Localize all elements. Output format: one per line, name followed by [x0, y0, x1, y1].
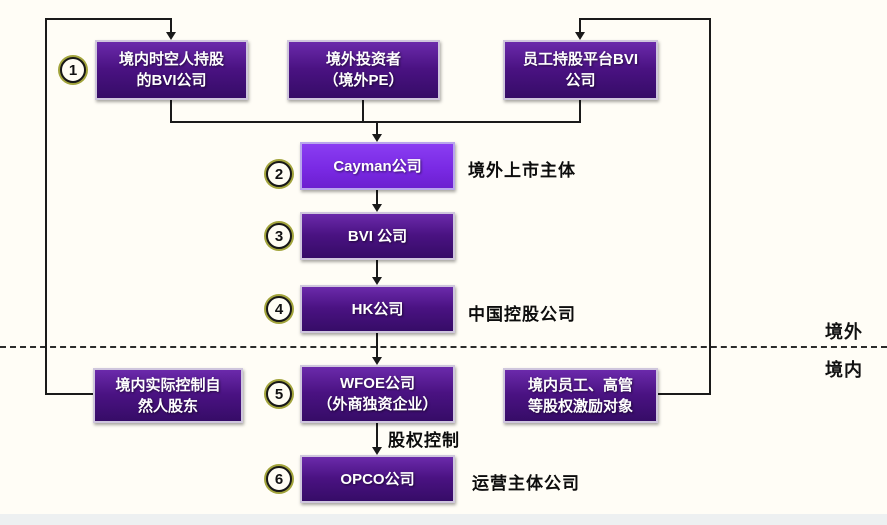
- node-domestic-shareholder: 境内实际控制自 然人股东: [93, 368, 243, 423]
- offshore-label: 境外: [825, 322, 863, 342]
- connector-hk-wfoe: [376, 333, 378, 358]
- arrowhead-hk: [372, 277, 382, 285]
- connector-right-bottom: [658, 393, 711, 395]
- drop-foreign-investors: [362, 100, 364, 123]
- arrowhead-esop-bvi: [575, 32, 585, 40]
- equity-control-label: 股权控制: [388, 431, 460, 450]
- bottom-edge-strip: [0, 514, 887, 525]
- step-circle-5: 5: [266, 381, 292, 407]
- connector-bvi-hk: [376, 260, 378, 278]
- node-foreign-investors: 境外投资者 （境外PE）: [287, 40, 440, 100]
- connector-into-cayman: [376, 121, 378, 135]
- connector-left-bottom: [45, 393, 93, 395]
- connector-right-vertical: [709, 18, 711, 395]
- drop-esop-bvi: [579, 100, 581, 123]
- node-opco: OPCO公司: [300, 455, 455, 503]
- connector-cayman-bvi: [376, 190, 378, 205]
- arrowhead-bvi-holding: [166, 32, 176, 40]
- node-bvi: BVI 公司: [300, 212, 455, 260]
- hk-side-note: 中国控股公司: [468, 305, 576, 324]
- arrowhead-opco: [372, 447, 382, 455]
- opco-side-note: 运营主体公司: [472, 474, 580, 493]
- step-circle-3: 3: [266, 223, 292, 249]
- drop-bvi-holding: [170, 100, 172, 123]
- arrowhead-wfoe: [372, 357, 382, 365]
- node-domestic-employees: 境内员工、高管 等股权激励对象: [503, 368, 658, 423]
- node-wfoe: WFOE公司 （外商独资企业）: [300, 365, 455, 423]
- connector-left-top: [45, 18, 172, 20]
- step-circle-1: 1: [60, 57, 86, 83]
- connector-wfoe-opco: [376, 423, 378, 448]
- connector-into-bvi-holding: [170, 18, 172, 34]
- collector-line: [170, 121, 581, 123]
- connector-left-vertical: [45, 18, 47, 395]
- onshore-offshore-divider: [0, 346, 887, 348]
- step-circle-2: 2: [266, 161, 292, 187]
- node-esop-bvi: 员工持股平台BVI 公司: [503, 40, 658, 100]
- step-circle-6: 6: [266, 466, 292, 492]
- step-circle-4: 4: [266, 296, 292, 322]
- onshore-label: 境内: [825, 360, 863, 380]
- arrowhead-bvi: [372, 204, 382, 212]
- connector-into-esop-bvi: [579, 18, 581, 34]
- cayman-side-note: 境外上市主体: [468, 161, 576, 180]
- arrowhead-cayman: [372, 134, 382, 142]
- node-cayman: Cayman公司: [300, 142, 455, 190]
- node-bvi-holding: 境内时空人持股 的BVI公司: [95, 40, 248, 100]
- connector-right-top: [579, 18, 711, 20]
- node-hk: HK公司: [300, 285, 455, 333]
